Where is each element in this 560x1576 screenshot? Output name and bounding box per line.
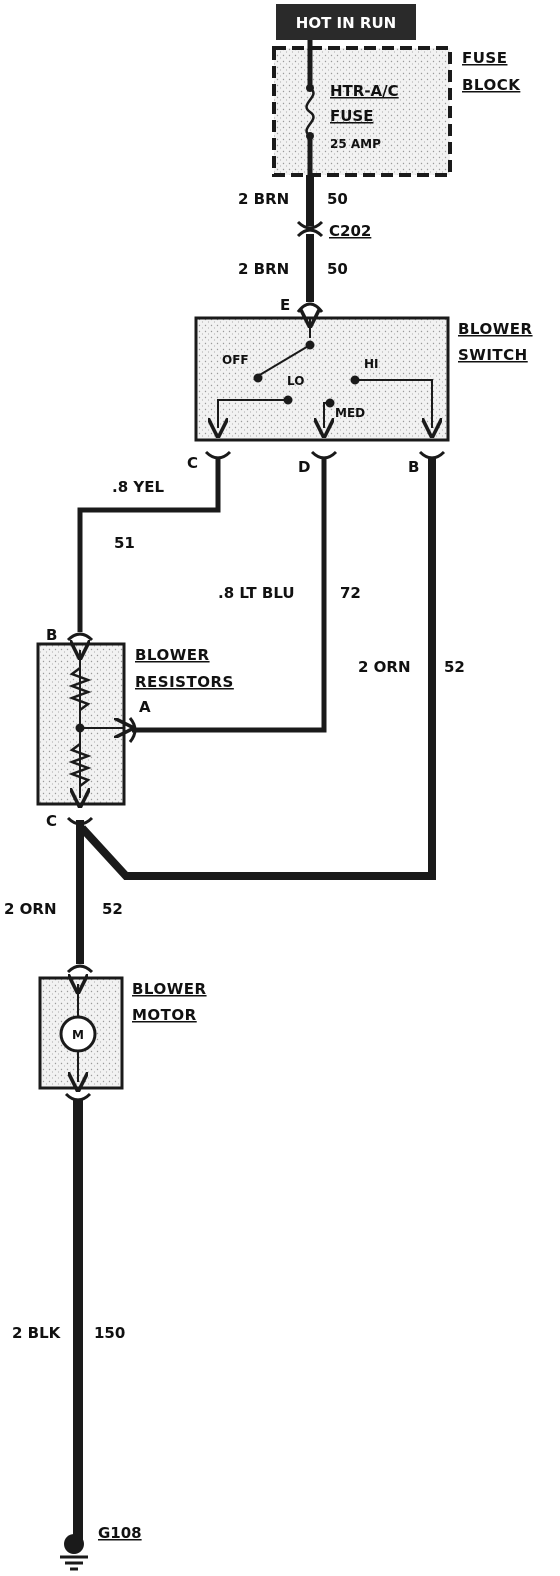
blower-motor-title-line1: BLOWER bbox=[132, 980, 207, 998]
wire-52-hi bbox=[79, 458, 436, 880]
wire-50-lower-circuit: 50 bbox=[327, 260, 348, 278]
wire-50 bbox=[296, 175, 324, 313]
blower-switch-title-line2: SWITCH bbox=[458, 346, 528, 364]
power-source-banner: HOT IN RUN bbox=[276, 4, 416, 40]
wire-52-hi-gauge: 2 ORN bbox=[358, 658, 411, 676]
switch-pos-med: MED bbox=[335, 406, 365, 420]
connector-c202-icon bbox=[296, 220, 324, 238]
blower-motor: M bbox=[38, 964, 124, 1102]
wire-51-gauge: .8 YEL bbox=[112, 478, 164, 496]
switch-pos-off: OFF bbox=[222, 353, 249, 367]
switch-terminal-d: D bbox=[298, 458, 310, 476]
blower-resistors-title-line1: BLOWER bbox=[135, 646, 210, 664]
blower-motor-title-line2: MOTOR bbox=[132, 1006, 197, 1024]
wire-72-gauge: .8 LT BLU bbox=[218, 584, 295, 602]
wire-150-circuit: 150 bbox=[94, 1324, 125, 1342]
resistor-terminal-b: B bbox=[46, 626, 57, 644]
fuse-element-icon bbox=[305, 86, 315, 138]
connector-c202-label: C202 bbox=[329, 222, 371, 240]
switch-connector-c-icon bbox=[204, 450, 232, 460]
motor-symbol: M bbox=[72, 1028, 84, 1042]
resistor-terminal-c: C bbox=[46, 812, 57, 830]
wire-150-gauge: 2 BLK bbox=[12, 1324, 62, 1342]
wire-51-circuit: 51 bbox=[114, 534, 135, 552]
motor-icon bbox=[59, 1015, 97, 1053]
wire-50-upper-circuit: 50 bbox=[327, 190, 348, 208]
wire-72 bbox=[132, 458, 327, 733]
fuse-name-line1: HTR-A/C bbox=[330, 82, 399, 100]
switch-terminal-b: B bbox=[408, 458, 419, 476]
switch-pos-lo: LO bbox=[287, 374, 304, 388]
resistor-lower-icon bbox=[68, 743, 92, 787]
wire-52-motor-circuit: 52 bbox=[102, 900, 123, 918]
wire-72-circuit: 72 bbox=[340, 584, 361, 602]
wire-52-motor-gauge: 2 ORN bbox=[4, 900, 57, 918]
blower-switch: OFF LO MED HI bbox=[194, 318, 450, 442]
fuse-block: HTR-A/C FUSE 25 AMP bbox=[272, 40, 452, 177]
wire-52-hi-circuit: 52 bbox=[444, 658, 465, 676]
switch-pos-hi: HI bbox=[364, 357, 379, 371]
power-source-label: HOT IN RUN bbox=[296, 14, 396, 32]
blower-resistors-title-line2: RESISTORS bbox=[135, 673, 234, 691]
switch-connector-b-icon bbox=[418, 450, 446, 460]
wire-51 bbox=[77, 458, 221, 632]
ground-point-icon bbox=[64, 1534, 84, 1554]
wire-50-lower-gauge: 2 BRN bbox=[238, 260, 289, 278]
switch-terminal-c: C bbox=[187, 454, 198, 472]
blower-resistors bbox=[36, 632, 137, 826]
resistor-upper-icon bbox=[68, 667, 92, 711]
switch-terminal-e: E bbox=[280, 296, 290, 314]
ground-g108 bbox=[60, 1534, 88, 1571]
wire-50-upper-gauge: 2 BRN bbox=[238, 190, 289, 208]
resistor-terminal-a: A bbox=[139, 698, 151, 716]
fuse-block-title-line2: BLOCK bbox=[462, 76, 521, 94]
switch-connector-d-icon bbox=[310, 450, 338, 460]
fuse-rating: 25 AMP bbox=[330, 137, 381, 151]
fuse-name-line2: FUSE bbox=[330, 107, 373, 125]
ground-label: G108 bbox=[98, 1524, 142, 1542]
fuse-block-title-line1: FUSE bbox=[462, 49, 507, 67]
blower-switch-title-line1: BLOWER bbox=[458, 320, 533, 338]
